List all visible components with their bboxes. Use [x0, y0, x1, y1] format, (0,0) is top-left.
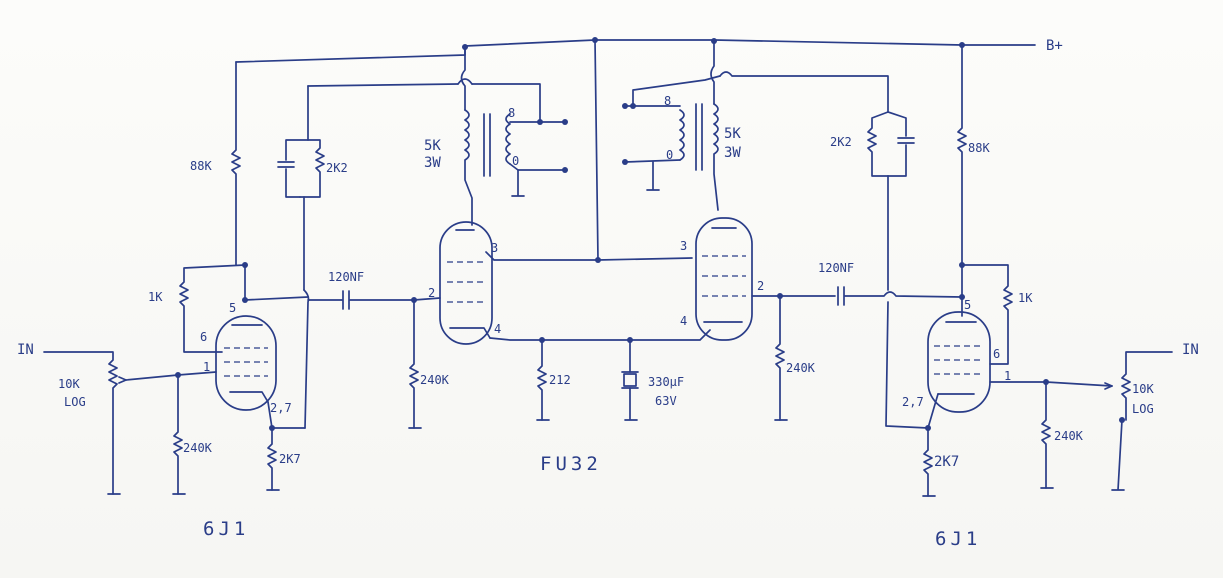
cathode-bus: [489, 329, 711, 421]
right-xfmr-imp: 5K: [724, 126, 741, 142]
right-pin-6: 6: [993, 347, 1000, 361]
left-xfmr-imp: 5K: [424, 138, 441, 154]
center-pin-2: 2: [428, 286, 435, 300]
right-240k-in-label: 240K: [1054, 429, 1084, 443]
left-pin-5: 5: [229, 301, 236, 315]
left-pin-6: 6: [200, 330, 207, 344]
right-cathode-2k7: [922, 425, 936, 497]
left-cathode-2k7: [266, 401, 306, 491]
right-1k-label: 1K: [1018, 291, 1033, 305]
right-pin-1: 1: [1004, 369, 1011, 383]
right-2k2-label: 2K2: [830, 135, 852, 149]
right-xfmr-tap-8: 8: [664, 94, 671, 108]
right-pot-value: 10K: [1132, 382, 1154, 396]
center-pin-4-right: 4: [680, 314, 687, 328]
left-1k-label: 1K: [148, 290, 163, 304]
center-tube-right-section: [695, 217, 781, 341]
left-cap-label: 120NF: [328, 270, 364, 284]
center-pin-2-right: 2: [757, 279, 764, 293]
right-tube-label: 6J1: [935, 528, 981, 550]
right-xfmr-tap-0: 0: [666, 148, 673, 162]
left-in-label[interactable]: IN: [17, 342, 34, 358]
right-88k-label: 88K: [968, 141, 990, 155]
screen-grid-bus: [594, 39, 693, 263]
bplus-rail: [235, 37, 1036, 63]
right-pin-5: 5: [964, 298, 971, 312]
left-tube-label: 6J1: [203, 518, 249, 540]
left-input-wiring: [43, 351, 217, 495]
right-2k7-label: 2K7: [934, 454, 959, 470]
left-pot-value: 10K: [58, 377, 80, 391]
bypass-cap-label: 330μF: [648, 375, 684, 389]
right-cap-label: 120NF: [818, 261, 854, 275]
cathode-r-label: 212: [549, 373, 571, 387]
left-88k-label: 88K: [190, 159, 212, 173]
center-pin-4: 4: [494, 322, 501, 336]
bypass-cap-voltage: 63V: [655, 394, 677, 408]
left-88k-resistor: [231, 61, 241, 266]
left-2k2-label: 2K2: [326, 161, 348, 175]
left-xfmr-pow: 3W: [424, 155, 441, 171]
right-tube-6j1: [927, 294, 991, 429]
right-input-wiring: [989, 351, 1173, 491]
right-88k-resistor: [957, 44, 967, 298]
left-pin-1: 1: [203, 360, 210, 374]
right-output-transformer: [622, 40, 889, 211]
left-pot-taper: LOG: [64, 395, 86, 409]
right-pot-taper: LOG: [1132, 402, 1154, 416]
left-240k-grid-label: 240K: [420, 373, 450, 387]
center-tube-label: FU32: [540, 453, 602, 475]
left-240k-in-label: 240K: [183, 441, 213, 455]
left-2k2-network: [277, 78, 566, 429]
right-pin-27: 2,7: [902, 395, 924, 409]
left-xfmr-tap-8: 8: [508, 106, 515, 120]
right-1k-resistor: [959, 262, 1013, 365]
left-xfmr-tap-0: 0: [512, 154, 519, 168]
right-240k-grid-label: 240K: [786, 361, 816, 375]
left-tube-6j1: [215, 264, 309, 411]
right-coupling-cap: [774, 286, 963, 421]
left-2k7-label: 2K7: [279, 452, 301, 466]
right-xfmr-pow: 3W: [724, 145, 741, 161]
left-pin-27: 2,7: [270, 401, 292, 415]
center-tube-left-section: [439, 221, 599, 345]
left-1k-resistor: [179, 264, 246, 353]
right-in-label[interactable]: IN: [1182, 342, 1199, 358]
right-2k2-network: [867, 111, 929, 429]
left-output-transformer: [460, 46, 568, 226]
center-pin-3-right: 3: [680, 239, 687, 253]
center-pin-3: 3: [491, 241, 498, 255]
bplus-label: B+: [1046, 38, 1063, 54]
left-coupling-cap: [307, 290, 441, 429]
